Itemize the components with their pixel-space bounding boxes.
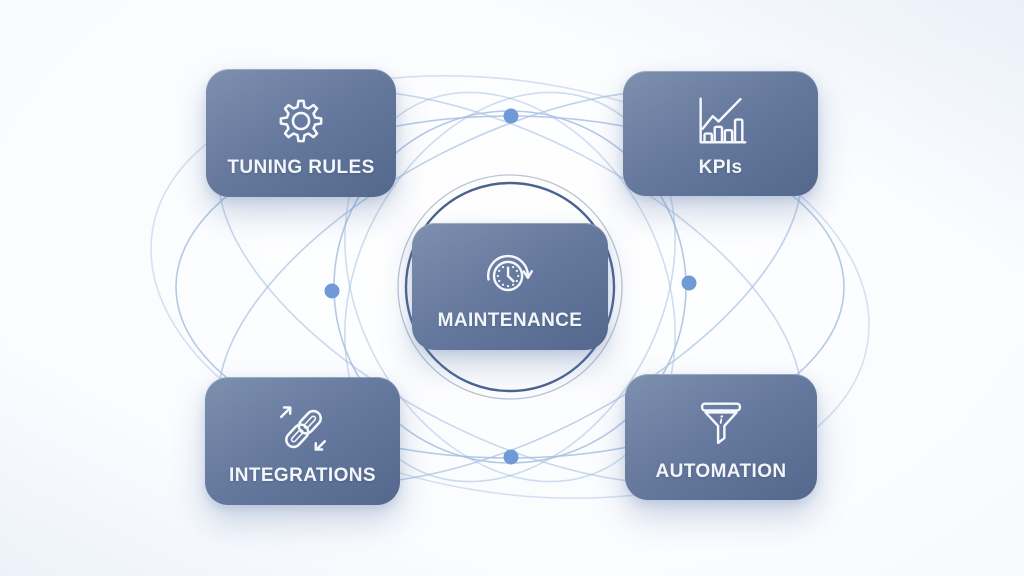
card-tuning-rules: TUNING RULES [206, 69, 396, 197]
card-kpis: KPIs [623, 71, 818, 196]
card-label: KPIs [698, 157, 743, 178]
orbit-ellipse [150, 75, 870, 499]
orbit-ellipse [344, 91, 676, 483]
card-maintenance: MAINTENANCE [412, 223, 608, 350]
gear-icon [279, 99, 323, 142]
clock-history-icon [486, 254, 534, 292]
hub-circle [404, 181, 616, 393]
card-label: AUTOMATION [655, 460, 787, 482]
orbit-node-dot [503, 108, 519, 124]
card-label: MAINTENANCE [437, 310, 583, 331]
orbit-node-dot [681, 275, 697, 291]
orbit-ellipse [344, 91, 676, 483]
card-label: TUNING RULES [227, 156, 375, 178]
orbit-node-dot [503, 449, 519, 465]
funnel-icon [700, 401, 742, 444]
chain-link-icon [279, 405, 326, 451]
card-label: INTEGRATIONS [229, 464, 376, 486]
orbit-node-dot [324, 283, 340, 299]
hub-circle-echo [397, 174, 623, 400]
card-integrations: INTEGRATIONS [205, 377, 400, 505]
card-automation: AUTOMATION [625, 374, 817, 500]
bar-chart-icon [698, 97, 746, 144]
